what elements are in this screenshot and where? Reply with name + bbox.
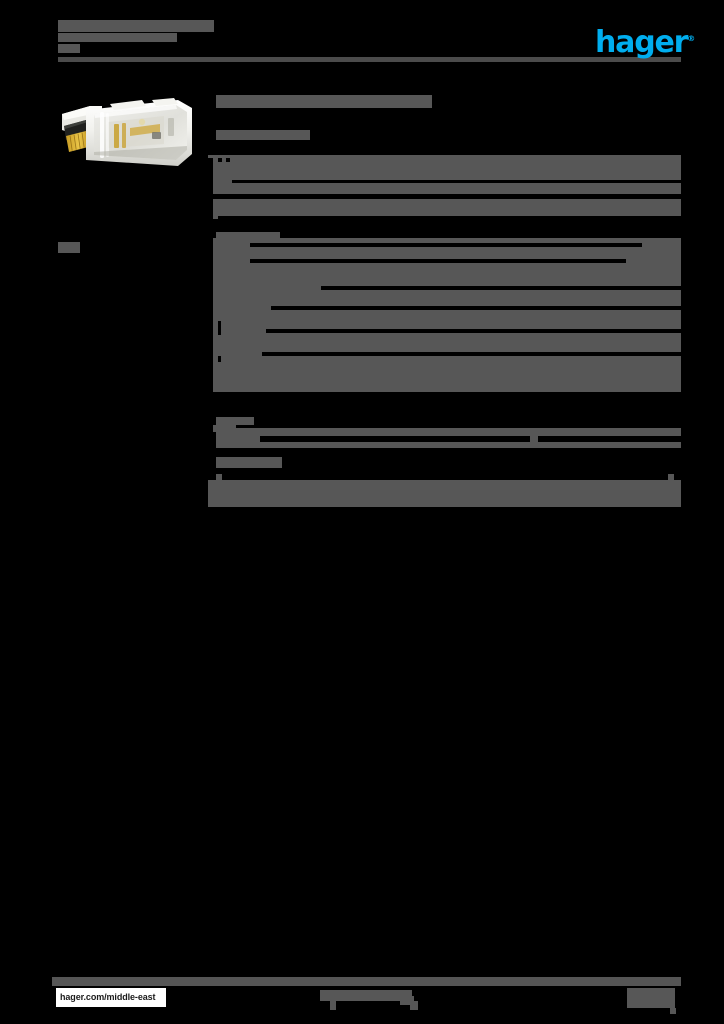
hager-logo-wordmark: hager (595, 25, 688, 60)
footer-website-link[interactable]: hager.com/middle-east (56, 988, 166, 1007)
product-title (216, 95, 432, 108)
footer-center-mark-right (410, 1001, 418, 1010)
table-row (208, 232, 681, 238)
table-row (208, 238, 681, 250)
table-row (208, 474, 681, 480)
product-photo[interactable] (56, 88, 198, 180)
header-divider (58, 57, 681, 62)
table-row (208, 338, 681, 356)
footer-center-mark-left (330, 1001, 336, 1010)
footer-center-text (320, 990, 412, 1001)
table-row (208, 180, 681, 194)
footer-divider (52, 977, 681, 986)
left-column-meta-text (57, 241, 58, 242)
footer-page-number-value (626, 987, 627, 988)
table-row (208, 250, 681, 256)
table-row (208, 417, 681, 425)
section-heading-accessories (216, 457, 282, 468)
table-row (208, 425, 681, 432)
table-row (208, 268, 681, 296)
table-row (208, 296, 681, 318)
table-row (208, 155, 681, 158)
table-row (208, 199, 681, 219)
table-row (208, 318, 681, 338)
spec-table-1 (208, 155, 681, 219)
section-heading-description (216, 130, 310, 140)
table-row (208, 432, 681, 448)
footer-center-text-value (319, 989, 320, 990)
hager-logo[interactable]: hager® (595, 26, 695, 58)
table-row (208, 256, 681, 268)
header-title-line-2 (58, 33, 177, 42)
table-row (208, 374, 681, 392)
table-row (208, 158, 681, 177)
product-title-text (215, 94, 216, 95)
section-heading-description-text (215, 129, 216, 130)
footer-page-number (627, 988, 675, 1008)
spec-table-3 (208, 417, 681, 448)
table-row (208, 480, 681, 507)
footer-center-text-extra (400, 996, 414, 1005)
table-row (208, 177, 681, 180)
spec-table-4 (208, 474, 681, 507)
section-heading-accessories-text (215, 456, 216, 457)
spec-table-2 (208, 232, 681, 392)
left-column-meta-label (58, 242, 80, 253)
header-title-line-1 (58, 20, 214, 32)
footer-page-number-tick (670, 1008, 676, 1014)
table-row (208, 356, 681, 374)
hager-logo-trademark-icon: ® (687, 34, 696, 43)
header-title-line-3 (58, 44, 80, 53)
